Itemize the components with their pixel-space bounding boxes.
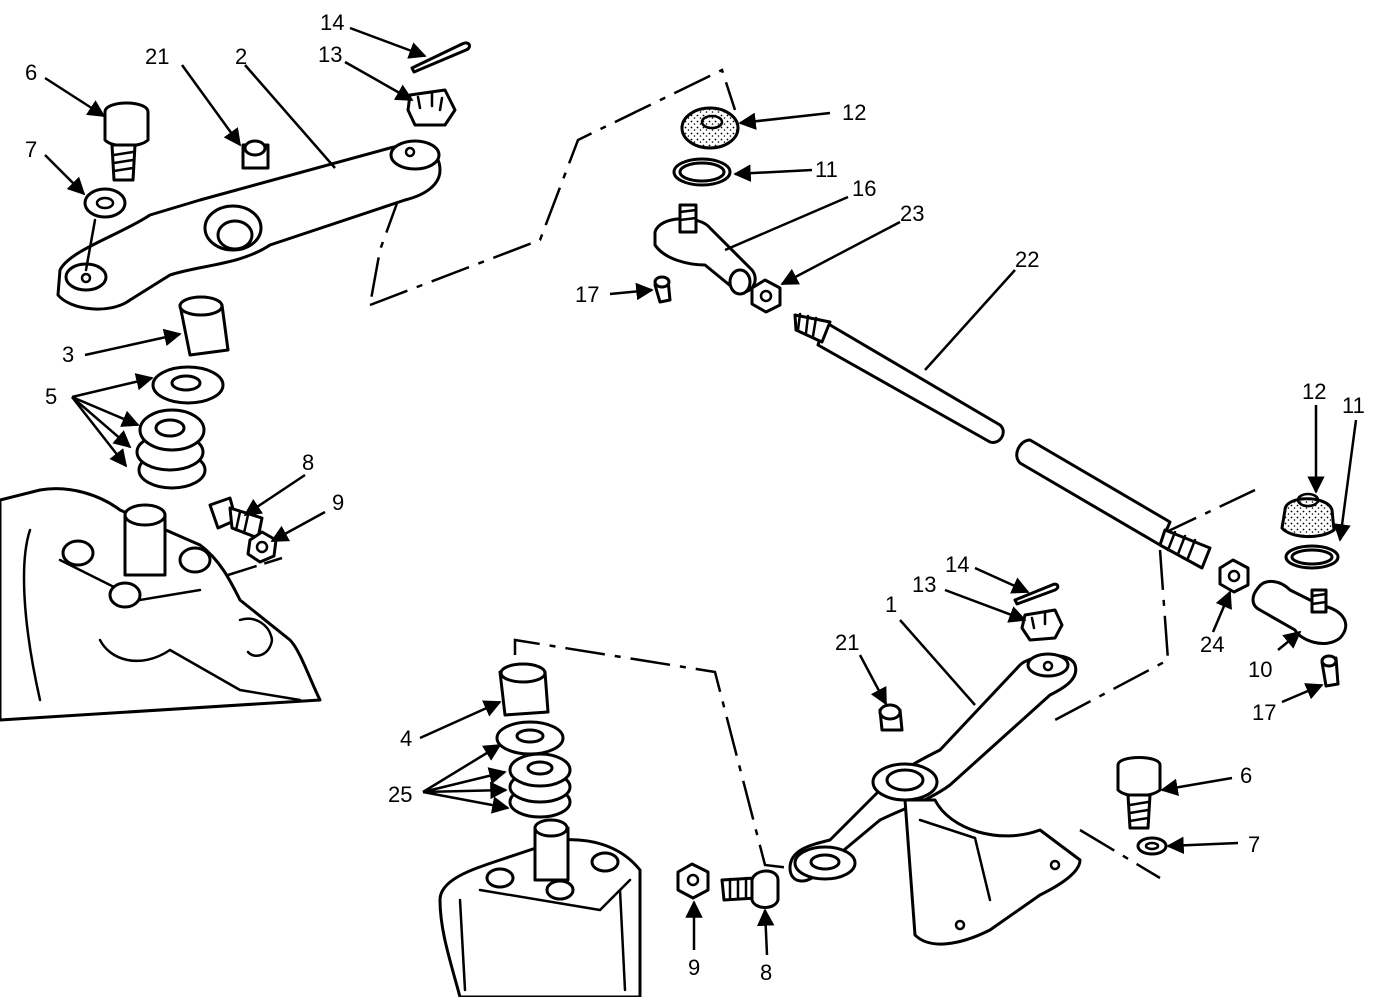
assembly-line-left-bottom (227, 556, 283, 577)
callout-8-lower: 8 (760, 960, 772, 985)
callout-17-upper: 17 (575, 282, 599, 307)
steering-arm-lower (788, 652, 1082, 946)
washers-25 (495, 720, 572, 819)
cotter-pin-lower (1013, 582, 1060, 606)
jam-nut-24 (1218, 558, 1250, 594)
grease-fitting-17-right (1320, 654, 1340, 688)
callout-8-upper: 8 (302, 450, 314, 475)
callout-11-upper: 11 (815, 157, 838, 182)
callout-7-lower: 7 (1248, 832, 1260, 857)
bolt-upper (103, 101, 150, 182)
callout-1: 1 (885, 592, 897, 617)
callout-14-lower: 14 (945, 552, 969, 577)
callout-23: 23 (900, 201, 924, 226)
nut-9-lower (676, 862, 710, 900)
bolt-lower (1116, 756, 1162, 830)
callout-10: 10 (1248, 657, 1272, 682)
cotter-pin-upper (410, 41, 471, 74)
assembly-line-lower-right (1079, 828, 1161, 880)
lock-washer-upper (83, 187, 127, 219)
jam-nut-23 (750, 278, 782, 314)
callout-14-upper: 14 (320, 10, 344, 35)
callout-12-right: 12 (1302, 379, 1326, 404)
assembly-line-upper-left (368, 194, 402, 306)
callout-9-upper: 9 (332, 490, 344, 515)
steering-box-lower (438, 818, 642, 997)
castle-nut-upper (406, 88, 457, 127)
bushing-3 (178, 295, 230, 357)
lock-washer-lower (1136, 836, 1168, 856)
grease-fitting-lower (878, 703, 904, 732)
callout-13-upper: 13 (318, 42, 342, 67)
snap-ring-upper (672, 157, 732, 187)
callout-21-upper: 21 (145, 44, 169, 69)
callout-7-upper: 7 (25, 137, 37, 162)
assembly-line-right (1054, 488, 1256, 722)
steering-box-upper (0, 487, 322, 722)
callout-13-lower: 13 (912, 572, 936, 597)
grease-fitting-upper (241, 139, 270, 170)
callout-6-upper: 6 (25, 60, 37, 85)
assembly-line-upper (369, 68, 737, 307)
callout-22: 22 (1015, 247, 1039, 272)
callout-6-lower: 6 (1240, 763, 1252, 788)
callout-17-right: 17 (1252, 700, 1276, 725)
bolt-8-upper (208, 496, 264, 540)
grease-fitting-17-upper (653, 275, 672, 304)
tie-rod-end-upper (653, 203, 757, 296)
snap-ring-right (1284, 544, 1340, 570)
castle-nut-lower (1020, 608, 1064, 642)
callout-16: 16 (852, 176, 876, 201)
steering-arm-upper (56, 139, 442, 311)
callout-4: 4 (400, 726, 412, 751)
dust-boot-right (1280, 492, 1336, 538)
callout-5: 5 (45, 384, 57, 409)
callout-2: 2 (235, 44, 247, 69)
assembly-line-lower (513, 638, 791, 870)
leader-lines (44, 26, 1358, 956)
callout-11-right: 11 (1342, 393, 1365, 418)
callout-24: 24 (1200, 632, 1224, 657)
washers-5 (135, 365, 225, 490)
tie-rod (793, 312, 1212, 570)
tie-rod-end-right (1251, 580, 1348, 645)
bolt-8-lower (720, 869, 780, 909)
nut-9-upper (246, 530, 278, 564)
callout-3: 3 (62, 342, 74, 367)
callout-25: 25 (388, 782, 412, 807)
callout-21-lower: 21 (835, 630, 859, 655)
bushing-4 (498, 662, 550, 717)
callout-labels: 14 13 6 21 2 7 3 5 8 9 12 11 16 23 17 22… (25, 10, 1365, 985)
dust-boot-upper (680, 106, 740, 150)
callout-9-lower: 9 (688, 955, 700, 980)
callout-12-upper: 12 (842, 100, 866, 125)
